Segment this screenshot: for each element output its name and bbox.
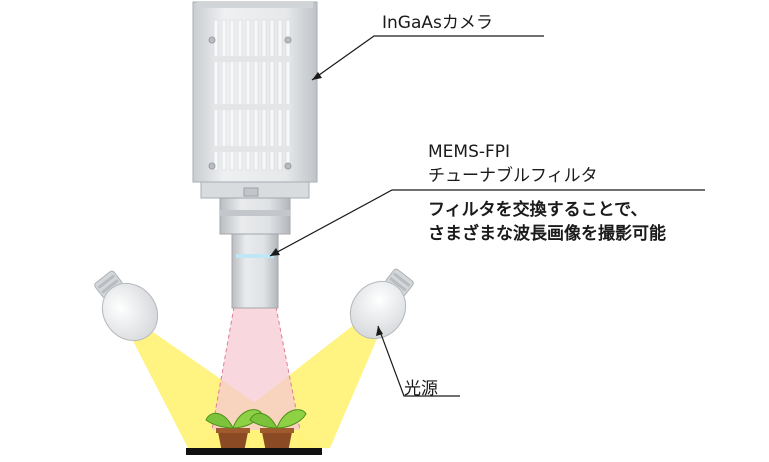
plant-icon [249, 409, 307, 452]
filter-label-line2: チューナブルフィルタ [428, 166, 598, 186]
filter-label: MEMS-FPI チューナブルフィルタ [428, 140, 598, 188]
description-label: フィルタを交換することで、 さまざまな波長画像を撮影可能 [428, 198, 666, 246]
sample-stage [186, 448, 322, 455]
filter-label-line1: MEMS-FPI [428, 142, 511, 162]
camera-view-cone [211, 306, 301, 431]
leader-line-camera [311, 35, 544, 81]
camera-icon [192, 1, 318, 309]
leader-line-light [376, 325, 460, 397]
lamp-icon [94, 270, 159, 342]
description-line1: フィルタを交換することで、 [428, 200, 648, 220]
light-source-label: 光源 [404, 379, 438, 399]
lamp-icon [349, 268, 414, 340]
camera-label: InGaAsカメラ [382, 13, 493, 33]
description-line2: さまざまな波長画像を撮影可能 [428, 224, 666, 244]
leader-line-filter [269, 189, 705, 257]
